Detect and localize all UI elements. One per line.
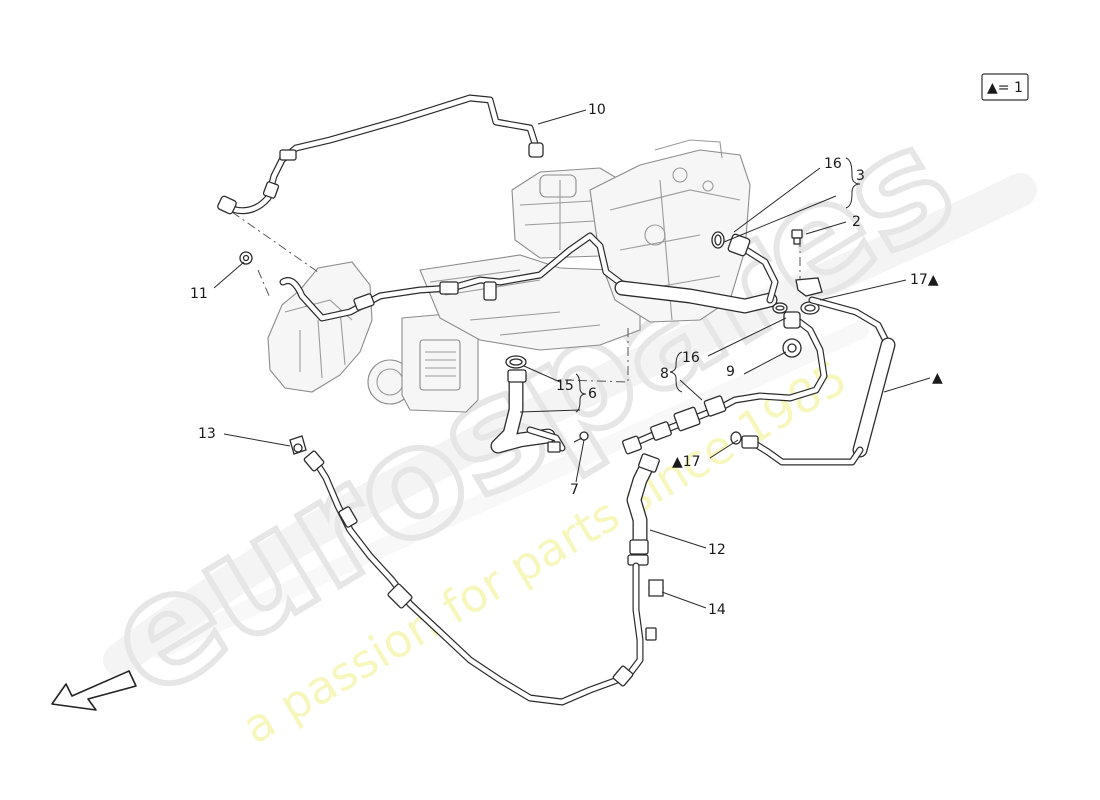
leader-lines <box>213 109 931 609</box>
callout-13: 13 <box>198 426 216 442</box>
callout-12: 12 <box>708 542 726 558</box>
pipe-upper-main <box>279 232 779 322</box>
engine-assembly <box>267 139 751 413</box>
legend-text: ▲= 1 <box>987 80 1023 96</box>
callout-14: 14 <box>708 602 726 618</box>
pipe-right-group <box>716 296 896 466</box>
callout-triangle: ▲ <box>932 370 943 386</box>
pipe-6-assembly <box>490 355 589 454</box>
pipe-8-12 <box>622 395 727 597</box>
callout-6: 6 <box>588 386 597 402</box>
pipe-lower-loop <box>289 435 657 706</box>
legend: ▲= 1 <box>981 73 1029 101</box>
callout-2: 2 <box>852 214 861 230</box>
callout-17-lower: ▲17 <box>672 454 701 470</box>
small-parts-upper-right <box>711 229 823 315</box>
guide-lines <box>231 211 801 299</box>
callout-15: 15 <box>556 378 574 394</box>
callout-9: 9 <box>726 364 735 380</box>
callout-3: 3 <box>856 168 865 184</box>
callout-7: 7 <box>570 482 579 498</box>
part-11-nut <box>239 251 253 265</box>
callout-11: 11 <box>190 286 208 302</box>
callout-8: 8 <box>660 366 669 382</box>
callout-17-upper: 17▲ <box>910 272 939 288</box>
callout-10: 10 <box>588 102 606 118</box>
callout-labels: 10 16 3 2 17▲ 11 16 8 9 ▲ 15 6 13 7 ▲17 … <box>190 102 943 618</box>
callout-16-upper: 16 <box>824 156 842 172</box>
callout-16-lower: 16 <box>682 350 700 366</box>
direction-arrow-icon <box>51 670 137 711</box>
pipe-10 <box>217 94 544 215</box>
